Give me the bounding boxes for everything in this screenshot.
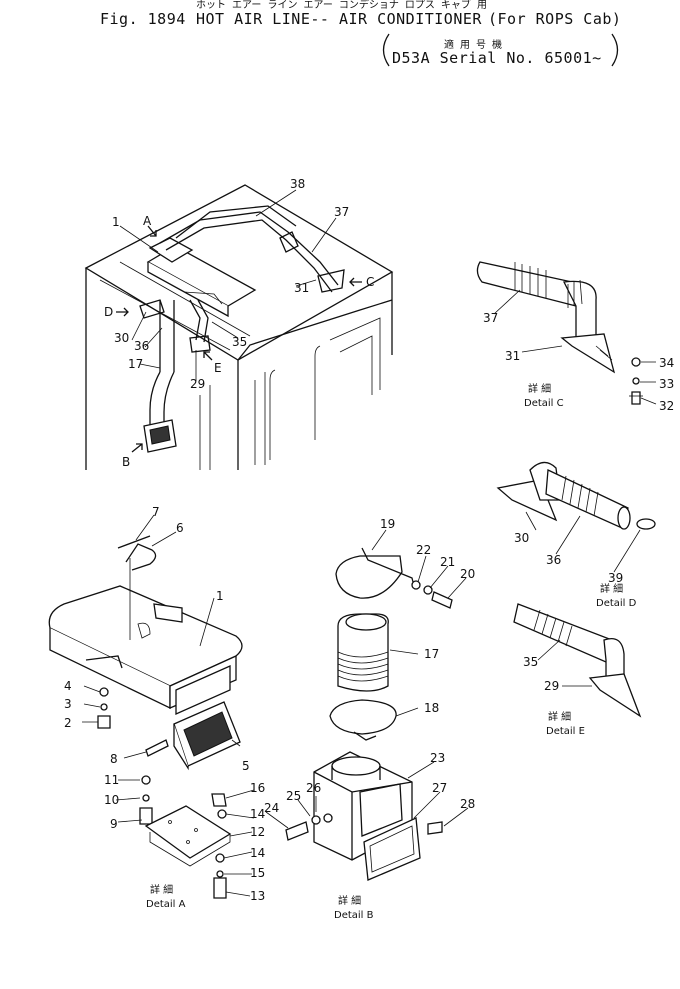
detail-b-label: Detail B xyxy=(334,910,374,921)
callout-20: 20 xyxy=(460,567,475,581)
callout-16: 16 xyxy=(250,781,265,795)
callout-19: 19 xyxy=(380,517,395,531)
callout-11: 11 xyxy=(104,773,119,787)
callout-5: 5 xyxy=(242,759,250,773)
callout-29-detail-e: 29 xyxy=(544,679,559,693)
view-letter-c: C xyxy=(366,275,374,289)
figure-title: HOT AIR LINE-- AIR CONDITIONER xyxy=(196,10,482,28)
callout-37: 37 xyxy=(334,205,349,219)
callout-18: 18 xyxy=(424,701,439,715)
callout-1-detail-a: 1 xyxy=(216,589,224,603)
callout-25: 25 xyxy=(286,789,301,803)
detail-c-kanji: 詳 細 xyxy=(528,382,551,395)
serial-kanji: 適 用 号 機 xyxy=(444,40,503,51)
callout-13: 13 xyxy=(250,889,265,903)
callout-12: 12 xyxy=(250,825,265,839)
callout-3: 3 xyxy=(64,697,72,711)
callout-7: 7 xyxy=(152,505,160,519)
serial-paren-right xyxy=(611,33,619,67)
callout-34: 34 xyxy=(659,356,674,370)
callout-29: 29 xyxy=(190,377,205,391)
callout-31-detail-c: 31 xyxy=(505,349,520,363)
callout-31: 31 xyxy=(294,281,309,295)
callout-4: 4 xyxy=(64,679,72,693)
callout-28: 28 xyxy=(460,797,475,811)
detail-d-drawing xyxy=(496,461,656,530)
cab-body xyxy=(84,184,394,470)
detail-b-kanji: 詳 細 xyxy=(338,894,361,907)
detail-a-kanji: 詳 細 xyxy=(150,883,173,896)
detail-d-label: Detail D xyxy=(596,598,637,609)
callout-23: 23 xyxy=(430,751,445,765)
detail-a-drawing xyxy=(48,535,243,899)
detail-d-kanji: 詳 細 xyxy=(600,582,623,595)
detail-e-kanji: 詳 細 xyxy=(548,710,571,723)
header-kana-line: ホット エアー ライン エアー コンデショナ ロプス キャブ 用 xyxy=(196,0,487,11)
callout-35: 35 xyxy=(232,335,247,349)
callout-1: 1 xyxy=(112,215,120,229)
main-duct-routing xyxy=(139,205,345,453)
detail-e-drawing xyxy=(513,603,642,718)
callout-2: 2 xyxy=(64,716,72,730)
view-letter-b: B xyxy=(122,455,130,469)
callout-14-lower: 14 xyxy=(250,846,265,860)
view-letter-d: D xyxy=(104,305,113,319)
callout-17: 17 xyxy=(128,357,143,371)
detail-c-drawing xyxy=(476,261,643,405)
callout-9: 9 xyxy=(110,817,118,831)
callout-27: 27 xyxy=(432,781,447,795)
callout-35-detail-e: 35 xyxy=(523,655,538,669)
detail-a-label: Detail A xyxy=(146,899,186,910)
callout-36-detail-d: 36 xyxy=(546,553,561,567)
callout-14-upper: 14 xyxy=(250,807,265,821)
detail-b-drawing xyxy=(285,547,453,881)
view-letter-e: E xyxy=(214,361,222,375)
callout-33: 33 xyxy=(659,377,674,391)
serial-range: D53A Serial No. 65001~ xyxy=(392,49,602,67)
callout-22: 22 xyxy=(416,543,431,557)
callout-8: 8 xyxy=(110,752,118,766)
callout-30: 30 xyxy=(114,331,129,345)
serial-paren-left xyxy=(382,33,390,67)
callout-10: 10 xyxy=(104,793,119,807)
callout-15: 15 xyxy=(250,866,265,880)
callout-6: 6 xyxy=(176,521,184,535)
callout-37-detail-c: 37 xyxy=(483,311,498,325)
callout-21: 21 xyxy=(440,555,455,569)
callout-32: 32 xyxy=(659,399,674,413)
callout-39: 39 xyxy=(608,571,623,585)
detail-c-label: Detail C xyxy=(524,398,564,409)
detail-e-label: Detail E xyxy=(546,726,585,737)
callout-30-detail-d: 30 xyxy=(514,531,529,545)
callout-38: 38 xyxy=(290,177,305,191)
figure-number: Fig. 1894 xyxy=(100,10,186,28)
callout-24: 24 xyxy=(264,801,279,815)
callout-26: 26 xyxy=(306,781,321,795)
callout-17-detail-b: 17 xyxy=(424,647,439,661)
figure-variant: (For ROPS Cab) xyxy=(488,10,622,28)
view-letter-a: A xyxy=(143,214,152,228)
view-arrows xyxy=(116,225,362,453)
callout-36: 36 xyxy=(134,339,149,353)
